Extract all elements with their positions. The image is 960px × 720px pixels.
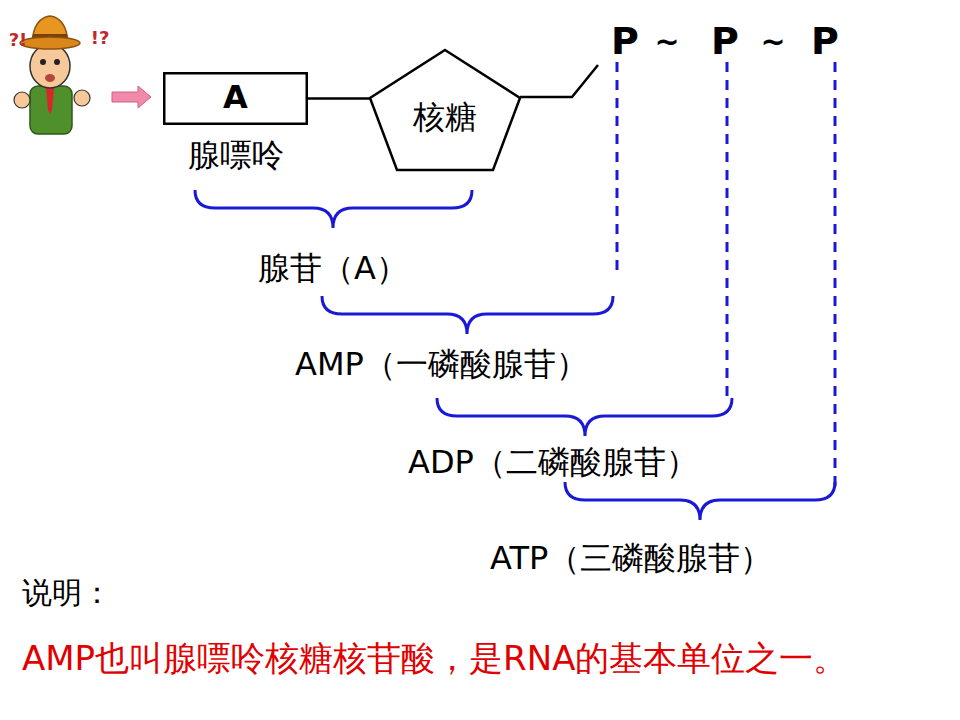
high-energy-bond: ~ [760, 24, 785, 60]
curly-brace [565, 482, 835, 520]
phosphate-symbol: P [711, 19, 739, 65]
cartoon-hat-brim [20, 37, 80, 49]
ribose-name: 核糖 [413, 98, 477, 136]
curly-brace [437, 398, 732, 436]
ribose-pentagon: 核糖 [370, 50, 520, 170]
group-label: ADP（二磷酸腺苷） [408, 443, 698, 481]
bond-line [520, 65, 598, 97]
cartoon-eye [54, 59, 60, 65]
pentagon-shape [370, 50, 520, 170]
dashed-divider [726, 62, 729, 400]
cartoon-tie [46, 88, 54, 114]
cartoon-hand [14, 92, 30, 108]
base-symbol: A [223, 78, 248, 116]
cartoon-hand [74, 90, 90, 106]
base-box: A腺嘌呤 [163, 72, 308, 125]
group-label: AMP（一磷酸腺苷） [295, 345, 588, 383]
note-text: AMP也叫腺嘌呤核糖核苷酸，是RNA的基本单位之一。 [22, 638, 847, 679]
curly-brace [322, 296, 613, 334]
phosphate-symbol: P [611, 19, 639, 65]
dashed-divider [616, 62, 619, 275]
cartoon-body [30, 86, 72, 134]
group-label: ATP（三磷酸腺苷） [490, 539, 772, 577]
note-heading: 说明： [22, 575, 112, 611]
cartoon-figure [14, 16, 151, 134]
phosphate-symbol: P [811, 19, 839, 65]
exclamation-mark: !? [91, 27, 110, 49]
pointer-arrow [112, 86, 151, 108]
high-energy-bond: ~ [654, 24, 679, 60]
dashed-divider [834, 62, 837, 486]
box-shape [164, 73, 307, 124]
base-name: 腺嘌呤 [188, 136, 284, 174]
group-label: 腺苷（A） [258, 249, 408, 287]
exclamation-mark: ?! [9, 29, 28, 51]
cartoon-mouth [45, 74, 55, 82]
curly-brace [195, 190, 472, 228]
cartoon-face [30, 44, 70, 88]
cartoon-eye [40, 59, 46, 65]
bond-line [308, 97, 370, 100]
